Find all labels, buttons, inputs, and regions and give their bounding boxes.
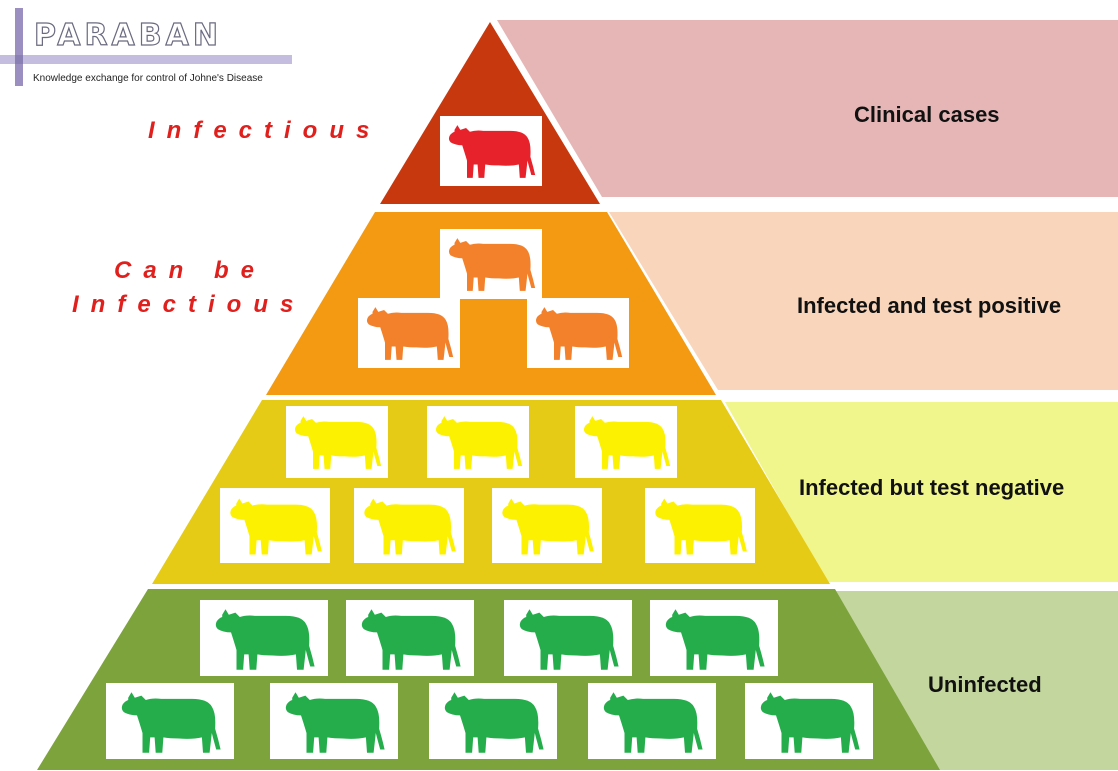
label-can-be-infectious: Infectious — [72, 290, 305, 320]
cow-card — [106, 683, 234, 759]
logo-wordmark: PARABAN — [34, 18, 222, 53]
cow-card — [745, 683, 873, 759]
label-can-be: Can be — [114, 256, 266, 286]
logo-tagline: Knowledge exchange for control of Johne'… — [33, 73, 263, 84]
cow-card — [429, 683, 557, 759]
cow-card — [492, 488, 602, 563]
cow-card — [650, 600, 778, 676]
label-infectious: Infectious — [148, 116, 381, 146]
tier-label-uninfected: Uninfected — [928, 672, 1042, 698]
tier-label-clinical-cases: Clinical cases — [854, 102, 1000, 128]
band-clinical-cases — [497, 20, 1118, 197]
cow-card — [346, 600, 474, 676]
cow-card — [440, 116, 542, 186]
cow-card — [286, 406, 388, 478]
cow-card — [440, 229, 542, 299]
paraban-logo: PARABAN Knowledge exchange for control o… — [0, 0, 300, 95]
cow-card — [358, 298, 460, 368]
cow-card — [504, 600, 632, 676]
cow-card — [575, 406, 677, 478]
cow-card — [427, 406, 529, 478]
cow-card — [200, 600, 328, 676]
cow-card — [270, 683, 398, 759]
cow-card — [527, 298, 629, 368]
tier-label-infected-test-positive: Infected and test positive — [797, 293, 1061, 319]
cow-card — [645, 488, 755, 563]
cow-card — [588, 683, 716, 759]
tier-label-infected-test-negative: Infected but test negative — [799, 475, 1064, 501]
cow-card — [220, 488, 330, 563]
cow-card — [354, 488, 464, 563]
